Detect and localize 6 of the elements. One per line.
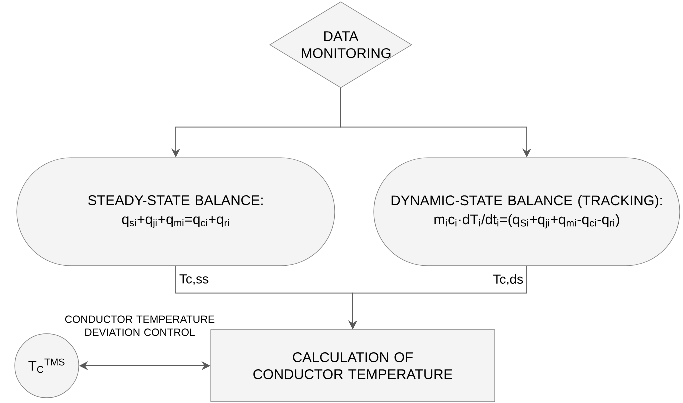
edge-label: Tc,ss bbox=[180, 274, 209, 286]
edge-label: Tc,ds bbox=[494, 274, 524, 286]
process-terminal: DYNAMIC-STATE BALANCE (TRACKING): m$_{i}$c$_{i}$·dT$_{i}$/dt$_{i}$=(q$_{Si}$+q$_{ji}$+q$_{mi}$-q$_{ci}$-q$_{ri}$) bbox=[374, 158, 680, 266]
circle-node: T$_{C}$TMS bbox=[14, 334, 80, 398]
process-box: CALCULATION OF CONDUCTOR TEMPERATURE bbox=[210, 330, 496, 402]
process-terminal: STEADY-STATE BALANCE: q$_{si}$+q$_{ji}$+q$_{mi}$=q$_{ci}$+q$_{ri}$ bbox=[16, 158, 336, 266]
